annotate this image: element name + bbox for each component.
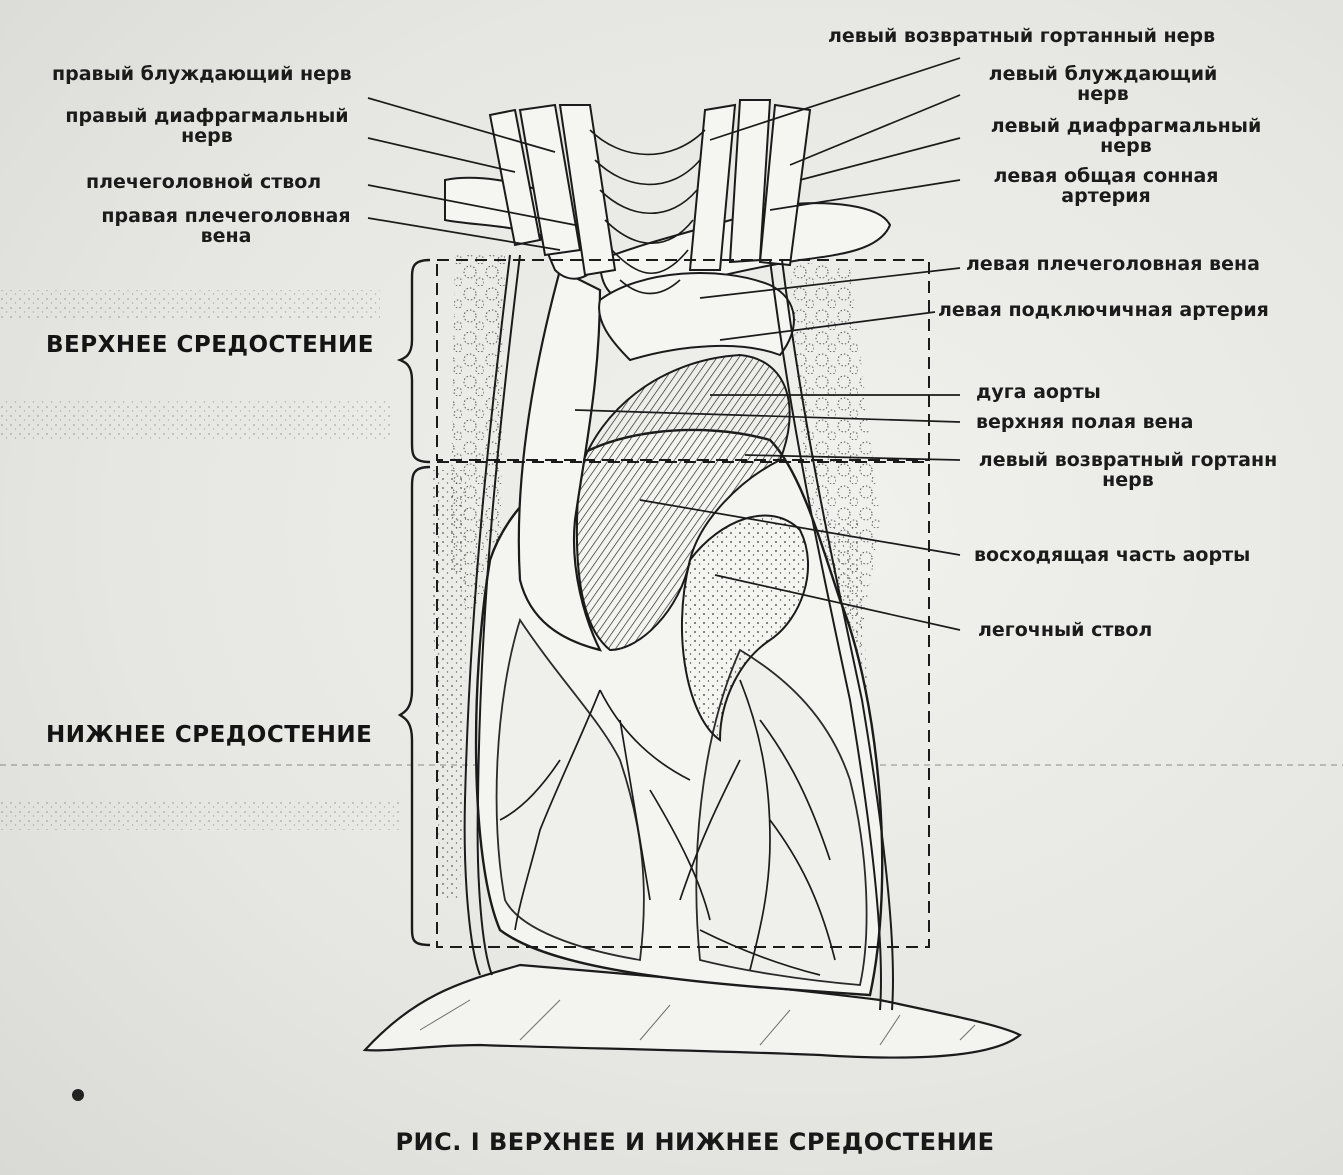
phrenic-nerves: [463, 254, 894, 1011]
label-left-phrenic: левый диафрагмальный нерв: [990, 115, 1262, 157]
trachea: [589, 129, 706, 295]
pulmonary-trunk-shape: [680, 514, 809, 742]
label-left-carotid: левая общая сонная артерия: [993, 165, 1219, 207]
region-lower-label: НИЖНЕЕ СРЕДОСТЕНИЕ: [46, 722, 373, 748]
ascending-aorta-shape: [575, 353, 791, 652]
label-left-vagus: левый блуждающий нерв: [988, 63, 1218, 105]
label-superior-vena-cava: верхняя полая вена: [976, 411, 1194, 433]
label-left-recurrent-mid: левый возвратный гортанн нерв: [978, 449, 1278, 491]
diaphragm: [362, 963, 1022, 1059]
superior-vena-cava-shape: [517, 268, 603, 652]
neck-vessels: [488, 99, 812, 277]
label-left-subclavian: левая подключичная артерия: [938, 299, 1269, 321]
coronary-vessels: [499, 679, 836, 976]
label-aortic-arch: дуга аорты: [976, 381, 1101, 403]
label-left-recurrent-top: левый возвратный гортанный нерв: [828, 25, 1216, 47]
region-braces: [396, 258, 431, 947]
label-right-brachiocephalic-vein: правая плечеголовная вена: [101, 205, 351, 247]
mediastinum-boundaries: [436, 259, 930, 948]
leader-lines: [367, 57, 961, 631]
label-pulmonary-trunk: легочный ствол: [978, 619, 1153, 641]
aortic-arch-shape: [598, 272, 795, 362]
figure-caption: РИС. I ВЕРХНЕЕ И НИЖНЕЕ СРЕДОСТЕНИЕ: [395, 1128, 995, 1156]
heart-right-ventricle: [495, 617, 645, 962]
label-brachiocephalic-trunk: плечеголовной ствол: [86, 171, 322, 193]
label-right-vagus: правый блуждающий нерв: [52, 63, 352, 85]
label-left-brachiocephalic-vein: левая плечеголовная вена: [966, 253, 1260, 275]
label-ascending-aorta: восходящая часть аорты: [974, 544, 1251, 566]
heart-left-ventricle: [695, 648, 868, 986]
label-right-phrenic: правый диафрагмальный нерв: [65, 105, 349, 147]
scan-noise: [0, 290, 400, 830]
scan-dot: [72, 1089, 84, 1101]
diaphragm-texture: [419, 999, 976, 1046]
region-upper-label: ВЕРХНЕЕ СРЕДОСТЕНИЕ: [46, 332, 374, 358]
